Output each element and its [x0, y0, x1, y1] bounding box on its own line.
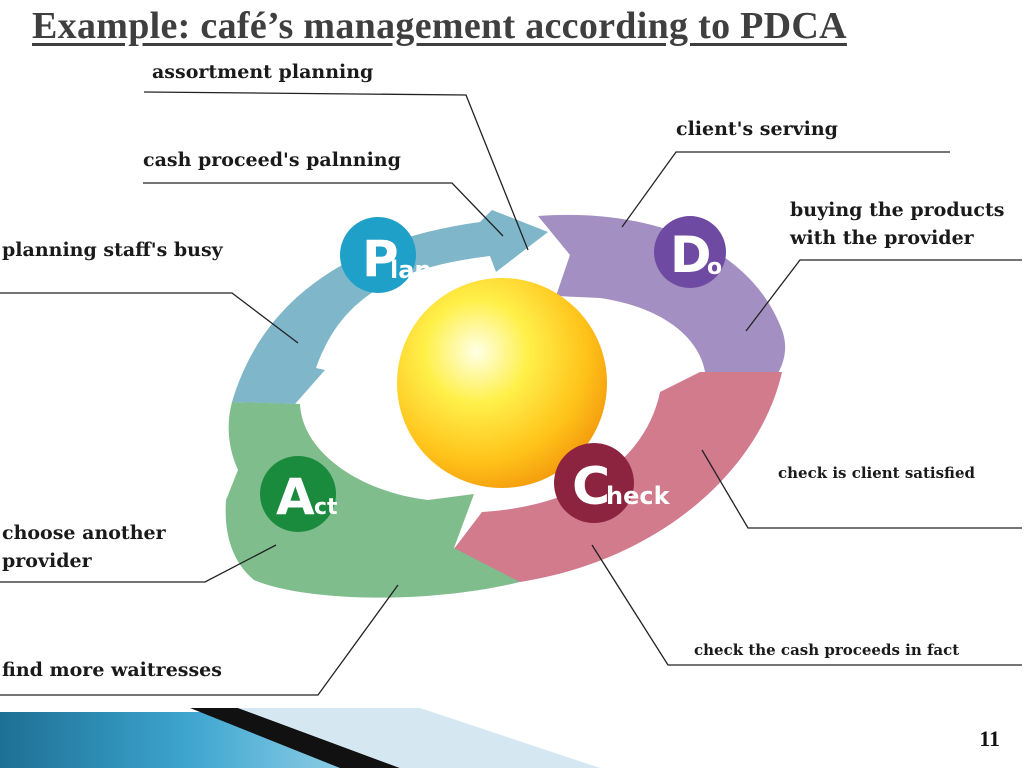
center-sphere — [397, 278, 607, 488]
leader-buying — [745, 259, 1022, 332]
label-buying-line1: buying the products — [790, 199, 1005, 221]
page-number: 11 — [979, 726, 1000, 751]
leader-client-satisfied — [701, 449, 1022, 529]
check-disc-letter: C — [572, 457, 610, 517]
label-buying-line2: with the provider — [790, 227, 974, 249]
plan-disc-letter: P — [362, 230, 399, 288]
do-disc-suffix: o — [707, 255, 722, 280]
label-cash-proceed-planning: cash proceed's palnning — [143, 149, 401, 171]
plan-disc-suffix: lan — [390, 256, 432, 284]
leader-staff-busy — [0, 292, 299, 344]
leader-assortment — [143, 91, 529, 251]
leader-lines — [0, 91, 1022, 696]
slide-title: Example: café’s management according to … — [32, 5, 847, 47]
label-assortment-planning: assortment planning — [152, 61, 374, 83]
label-client-serving: client's serving — [676, 118, 838, 140]
check-disc: C heck — [554, 443, 671, 523]
label-planning-staff-busy: planning staff's busy — [2, 239, 223, 261]
do-disc-letter: D — [670, 226, 712, 284]
label-cash-proceeds-fact: check the cash proceeds in fact — [694, 641, 960, 659]
leader-provider — [0, 544, 277, 583]
plan-arrow — [232, 210, 548, 404]
leader-waitresses — [0, 584, 399, 696]
label-provider-line2: provider — [2, 550, 92, 572]
leader-cash-fact — [591, 544, 1022, 666]
leader-cash-planning — [143, 182, 504, 237]
plan-disc: P lan — [340, 217, 432, 293]
footer-decoration — [0, 708, 600, 768]
act-disc-suffix: ct — [314, 495, 338, 520]
check-disc-suffix: heck — [606, 482, 671, 510]
label-client-satisfied: check is client satisfied — [778, 464, 975, 482]
leader-client-serving — [621, 151, 950, 228]
label-provider-line1: choose another — [2, 522, 166, 544]
label-find-waitresses: find more waitresses — [2, 659, 222, 681]
do-disc: D o — [654, 216, 726, 288]
act-disc: A ct — [260, 456, 338, 532]
act-disc-letter: A — [276, 468, 315, 526]
act-arrow — [225, 402, 520, 598]
